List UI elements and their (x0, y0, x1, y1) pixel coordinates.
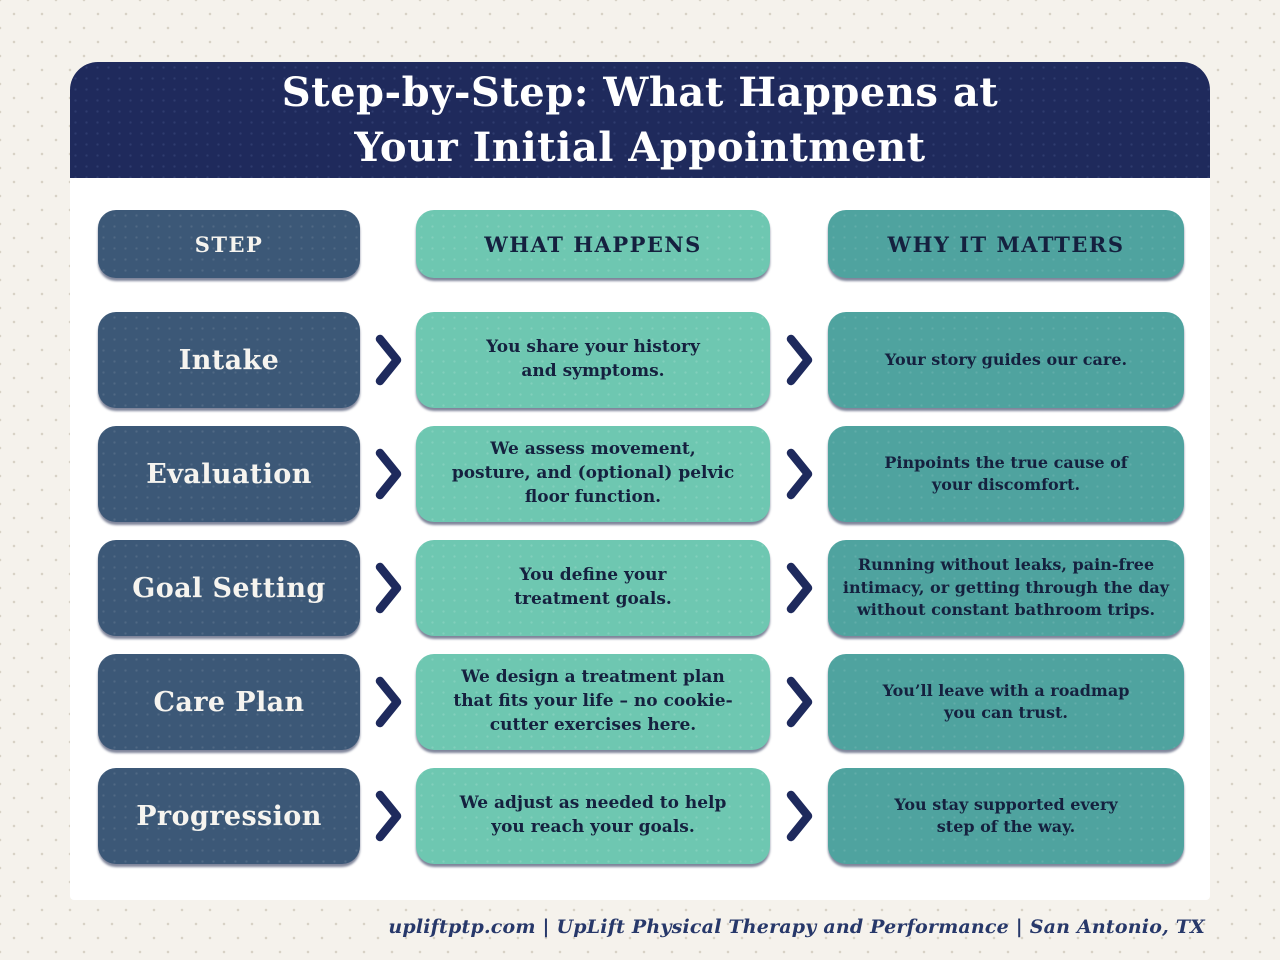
chevron-right-icon (770, 540, 828, 636)
spacer (360, 210, 416, 278)
table-header-row: STEP WHAT HAPPENS WHY IT MATTERS (98, 210, 1184, 278)
what-happens-intake: You share your history and symptoms. (416, 312, 770, 408)
step-label-care-plan: Care Plan (98, 654, 360, 750)
what-happens-progression: We adjust as needed to help you reach yo… (416, 768, 770, 864)
why-it-matters-evaluation: Pinpoints the true cause of your discomf… (828, 426, 1184, 522)
chevron-right-icon (360, 426, 416, 522)
steps-table: STEP WHAT HAPPENS WHY IT MATTERS Intake … (70, 178, 1210, 864)
chevron-right-icon (360, 768, 416, 864)
chevron-right-icon (770, 768, 828, 864)
table-row-progression: Progression We adjust as needed to help … (98, 768, 1184, 864)
chevron-right-icon (770, 312, 828, 408)
table-row-intake: Intake You share your history and sympto… (98, 312, 1184, 408)
why-it-matters-intake: Your story guides our care. (828, 312, 1184, 408)
chevron-right-icon (360, 540, 416, 636)
step-label-goal-setting: Goal Setting (98, 540, 360, 636)
why-it-matters-care-plan: You’ll leave with a roadmap you can trus… (828, 654, 1184, 750)
step-label-evaluation: Evaluation (98, 426, 360, 522)
why-it-matters-progression: You stay supported every step of the way… (828, 768, 1184, 864)
title-banner: Step-by-Step: What Happens at Your Initi… (70, 62, 1210, 178)
spacer (770, 210, 828, 278)
why-it-matters-goal-setting: Running without leaks, pain-free intimac… (828, 540, 1184, 636)
page-title: Step-by-Step: What Happens at Your Initi… (281, 68, 999, 171)
infographic-card: Step-by-Step: What Happens at Your Initi… (70, 62, 1210, 900)
step-label-progression: Progression (98, 768, 360, 864)
chevron-right-icon (770, 654, 828, 750)
column-header-step: STEP (98, 210, 360, 278)
table-row-evaluation: Evaluation We assess movement, posture, … (98, 426, 1184, 522)
column-header-what-happens: WHAT HAPPENS (416, 210, 770, 278)
chevron-right-icon (360, 312, 416, 408)
footer-credit: upliftptp.com | UpLift Physical Therapy … (388, 916, 1205, 938)
step-label-intake: Intake (98, 312, 360, 408)
chevron-right-icon (770, 426, 828, 522)
what-happens-evaluation: We assess movement, posture, and (option… (416, 426, 770, 522)
what-happens-goal-setting: You define your treatment goals. (416, 540, 770, 636)
table-row-goal-setting: Goal Setting You define your treatment g… (98, 540, 1184, 636)
column-header-why-it-matters: WHY IT MATTERS (828, 210, 1184, 278)
chevron-right-icon (360, 654, 416, 750)
what-happens-care-plan: We design a treatment plan that fits you… (416, 654, 770, 750)
table-row-care-plan: Care Plan We design a treatment plan tha… (98, 654, 1184, 750)
